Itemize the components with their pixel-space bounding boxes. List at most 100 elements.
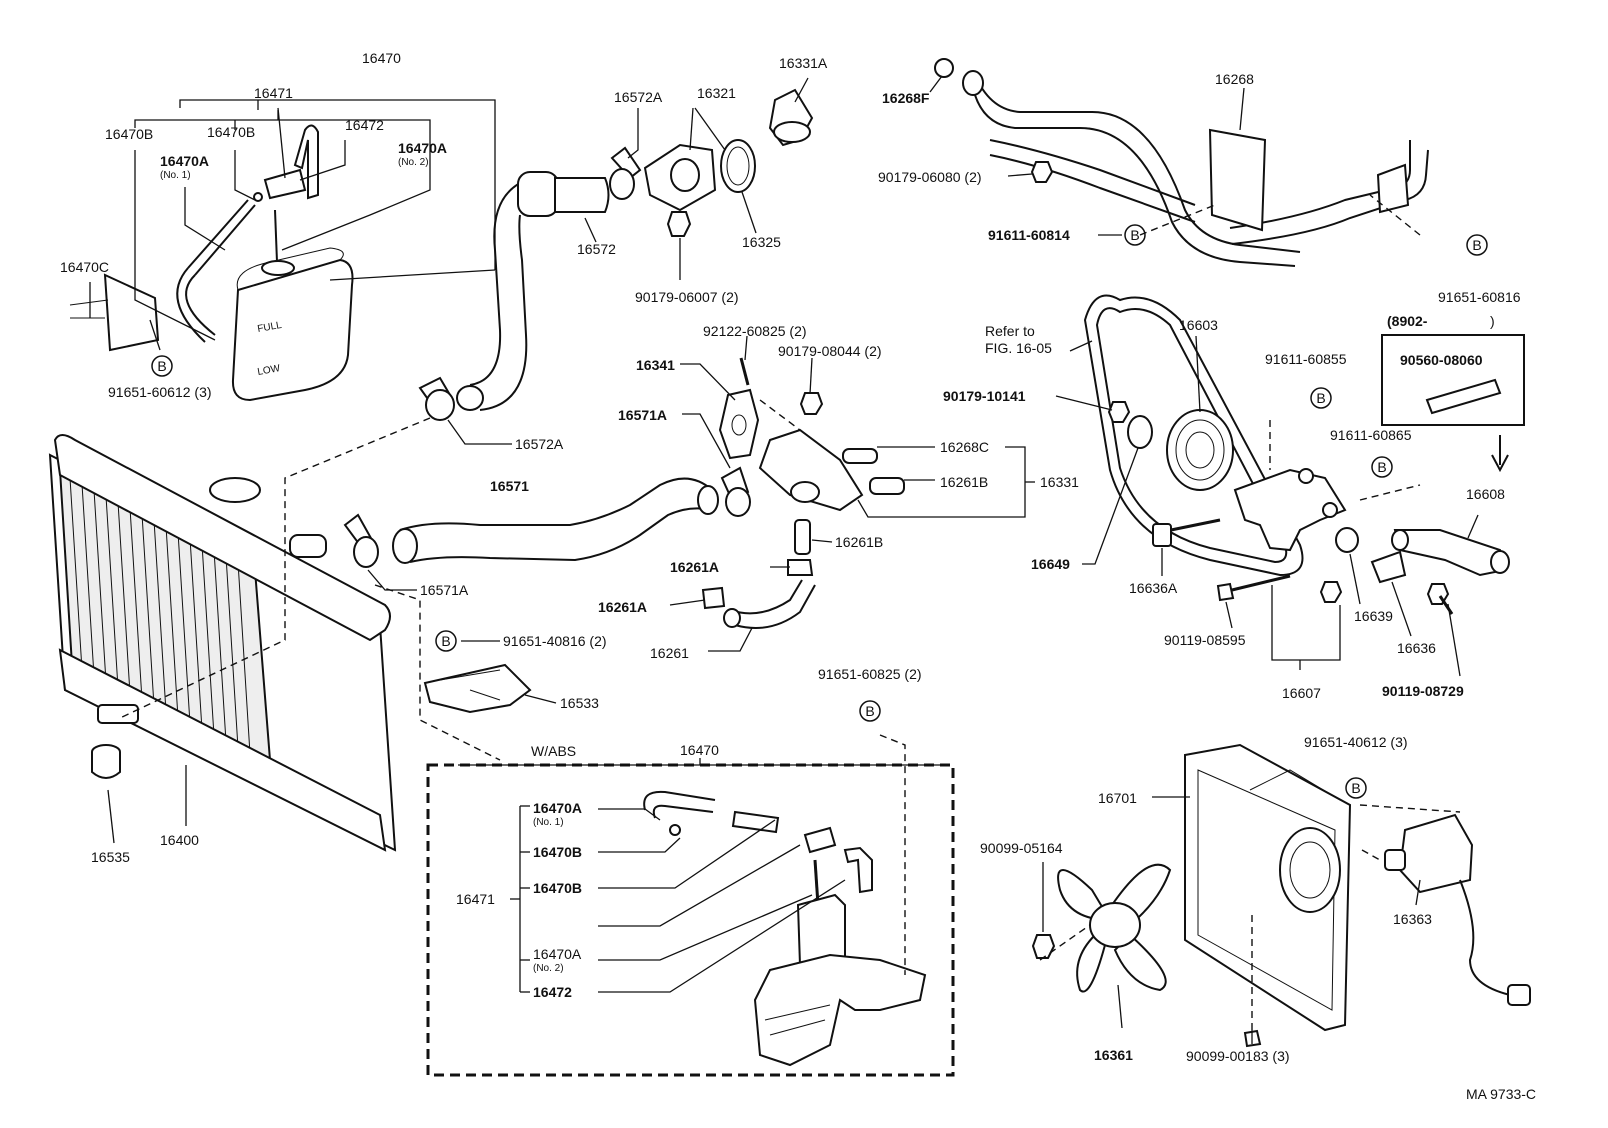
label-16470A-no2-sub: (No. 2) — [398, 157, 429, 168]
svg-text:B: B — [1316, 390, 1325, 406]
label-16331A: 16331A — [779, 55, 828, 71]
b-mark-icon: B — [1345, 777, 1367, 799]
label-w-abs: W/ABS — [531, 743, 576, 759]
adjusting-bar-16608 — [1391, 529, 1510, 577]
bolt-90119-08729 — [1426, 583, 1454, 615]
label-91611-60814: 91611-60814 — [988, 227, 1070, 243]
water-inlet-housing — [758, 428, 864, 512]
label-90560-08060: 90560-08060 — [1400, 352, 1483, 368]
label-16470A-no1-sub: (No. 1) — [160, 170, 191, 181]
label-16261B-right: 16261B — [940, 474, 988, 490]
label-fig-16-05: FIG. 16-05 — [985, 340, 1052, 356]
inset-90560-08060 — [1381, 334, 1525, 473]
radiator-support-16533 — [423, 663, 532, 714]
nut-90179-06080 — [1030, 161, 1054, 183]
fan-motor-16363 — [1384, 813, 1531, 1006]
svg-text:B: B — [1472, 237, 1481, 253]
b-mark-icon: B — [1124, 224, 1146, 246]
b-marks: B B B B B B B B — [151, 224, 1488, 799]
bypass-hose-16261 — [723, 519, 816, 629]
figure-id: MA 9733-C — [1466, 1086, 1536, 1102]
label-8902-close: ) — [1490, 313, 1495, 329]
label-refer-to: Refer to — [985, 323, 1035, 339]
label-90179-06080: 90179-06080 (2) — [878, 169, 982, 185]
tank-low-mark: LOW — [257, 363, 282, 378]
gasket-16325 — [720, 139, 756, 193]
nut-16607-lower — [1319, 581, 1343, 603]
label-16470C: 16470C — [60, 259, 109, 275]
label-91651-40816: 91651-40816 (2) — [503, 633, 607, 649]
label-16331: 16331 — [1040, 474, 1079, 490]
label-16470B-left: 16470B — [105, 126, 153, 142]
pulley-16603 — [1166, 409, 1234, 491]
hose-clamp-16572A-lower — [418, 376, 455, 421]
water-outlet-16321 — [643, 143, 717, 212]
b-mark-icon: B — [1310, 387, 1332, 409]
svg-text:B: B — [865, 703, 874, 719]
w-abs-box — [426, 763, 955, 1077]
b-mark-icon: B — [151, 355, 173, 377]
label-16400: 16400 — [160, 832, 199, 848]
label-16363: 16363 — [1393, 911, 1432, 927]
stud-92122-60825 — [739, 357, 750, 386]
upper-radiator-hose-16572 — [456, 171, 610, 411]
label-16636: 16636 — [1397, 640, 1436, 656]
b-mark-icon: B — [1466, 234, 1488, 256]
label-16261B-low: 16261B — [835, 534, 883, 550]
dashed-assembly-lines — [119, 194, 1461, 1030]
b-mark-icon: B — [435, 630, 457, 652]
label-91651-40612: 91651-40612 (3) — [1304, 734, 1408, 750]
label-91651-60816: 91651-60816 — [1438, 289, 1521, 305]
fan-16361 — [1057, 863, 1172, 993]
label-91651-60612: 91651-60612 (3) — [108, 384, 212, 400]
label-16608: 16608 — [1466, 486, 1505, 502]
label-16572: 16572 — [577, 241, 616, 257]
label-16603: 16603 — [1179, 317, 1218, 333]
label-16701: 16701 — [1098, 790, 1137, 806]
label-16470-top: 16470 — [362, 50, 401, 66]
label-16572A-top: 16572A — [614, 89, 663, 105]
label-box-16470A-no1-sub: (No. 1) — [533, 817, 564, 828]
tank-full-mark: FULL — [257, 320, 283, 335]
label-16268: 16268 — [1215, 71, 1254, 87]
drive-belt — [1083, 294, 1304, 577]
b-mark-icon: B — [859, 700, 881, 722]
bolt-90179-10141 — [1107, 401, 1131, 423]
label-16649: 16649 — [1031, 556, 1070, 572]
hose-clamp-16571A-left — [343, 513, 379, 568]
svg-text:B: B — [441, 633, 450, 649]
label-16470-box: 16470 — [680, 742, 719, 758]
spacer-16639 — [1335, 527, 1359, 553]
label-16261: 16261 — [650, 645, 689, 661]
label-16472-top: 16472 — [345, 117, 384, 133]
label-16268C: 16268C — [940, 439, 989, 455]
label-16470A-no2: 16470A — [398, 140, 447, 156]
label-16261A-lower: 16261A — [598, 599, 647, 615]
label-91651-60825: 91651-60825 (2) — [818, 666, 922, 682]
part-labels: 16470 16471 16470B 16470B 16472 16470A (… — [60, 50, 1536, 1102]
nut-90099-05164 — [1031, 934, 1056, 959]
label-16470A-no1: 16470A — [160, 153, 209, 169]
label-16261A-upper: 16261A — [670, 559, 719, 575]
clamp-16261A-upper — [787, 559, 814, 576]
label-16571A-top: 16571A — [618, 407, 667, 423]
label-box-16470B-2: 16470B — [533, 880, 582, 896]
label-91611-60865: 91611-60865 — [1330, 427, 1412, 443]
label-16361: 16361 — [1094, 1047, 1133, 1063]
label-16535: 16535 — [91, 849, 130, 865]
leader-lines — [89, 75, 1479, 1044]
nut-90179-06007 — [666, 211, 692, 237]
label-16636A: 16636A — [1129, 580, 1178, 596]
hose-16261B-right — [869, 477, 905, 495]
label-box-16470B-1: 16470B — [533, 844, 582, 860]
bolt-90119-08595 — [1216, 574, 1291, 602]
label-16571A-low: 16571A — [420, 582, 469, 598]
label-16571: 16571 — [490, 478, 529, 494]
label-90119-08729: 90119-08729 — [1382, 683, 1464, 699]
label-16470B-mid: 16470B — [207, 124, 255, 140]
label-90179-06007: 90179-06007 (2) — [635, 289, 739, 305]
clamp-16261A-lower — [701, 586, 726, 610]
label-16639: 16639 — [1354, 608, 1393, 624]
nut-90179-08044 — [799, 392, 824, 415]
